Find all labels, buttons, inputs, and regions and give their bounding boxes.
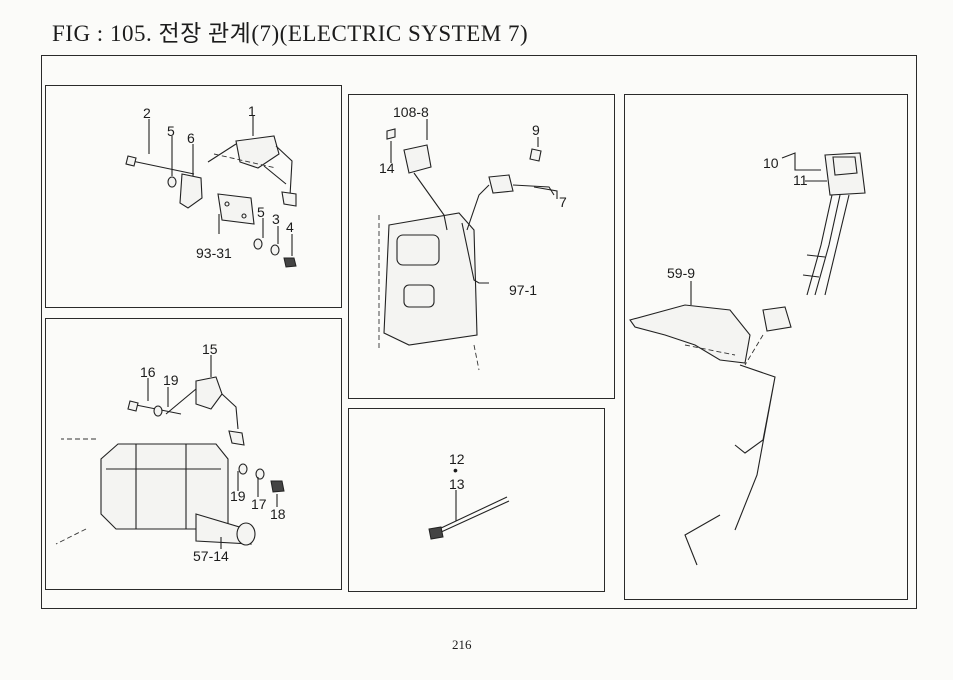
panel-cable-tie: 12 • 13 — [348, 408, 605, 592]
page-number: 216 — [452, 637, 472, 652]
label-part-11: 11 — [793, 172, 808, 188]
label-part-6: 6 — [187, 130, 195, 146]
label-part-2: 2 — [143, 105, 151, 121]
label-part-7: 7 — [559, 194, 567, 210]
panel-connector-assembly: 10 11 59-9 — [624, 94, 908, 600]
figure-title: FIG : 105. 전장 관계(7)(ELECTRIC SYSTEM 7) — [52, 21, 529, 46]
label-part-9: 9 — [532, 122, 540, 138]
label-part-16: 16 — [140, 364, 156, 380]
label-part-10: 10 — [763, 155, 779, 171]
label-part-1: 1 — [248, 103, 256, 119]
label-part-108-8: 108-8 — [393, 104, 429, 120]
harness-frame-diagram: 108-8 14 9 7 97-1 — [378, 104, 567, 371]
connector-assembly-diagram: 10 11 59-9 — [629, 152, 866, 566]
figure-frame — [41, 55, 917, 609]
label-part-4: 4 — [286, 219, 294, 235]
label-part-5b: 5 — [257, 204, 265, 220]
label-part-15: 15 — [202, 341, 218, 357]
label-part-5: 5 — [167, 123, 175, 139]
label-separator-dot: • — [453, 462, 458, 478]
panel-frame-switch: 15 16 19 19 17 18 57-14 — [45, 318, 342, 590]
label-part-18: 18 — [270, 506, 286, 522]
panel-harness-frame: 108-8 14 9 7 97-1 — [348, 94, 615, 399]
panel-switch-bracket: 2 5 6 1 5 3 4 93-31 — [45, 85, 342, 308]
label-part-57-14: 57-14 — [193, 548, 229, 564]
label-part-12: 12 — [449, 451, 465, 467]
label-part-3: 3 — [272, 211, 280, 227]
switch-bracket-diagram: 2 5 6 1 5 3 4 93-31 — [125, 103, 297, 268]
label-part-19: 19 — [163, 372, 179, 388]
bolt-shape — [131, 160, 195, 175]
label-part-97-1: 97-1 — [509, 282, 537, 298]
cable-tie-diagram: 12 • 13 — [428, 451, 510, 540]
label-part-17: 17 — [251, 496, 267, 512]
label-part-93-31: 93-31 — [196, 245, 232, 261]
frame-switch-diagram: 15 16 19 19 17 18 57-14 — [55, 341, 286, 564]
label-part-13: 13 — [449, 476, 465, 492]
label-part-19b: 19 — [230, 488, 246, 504]
label-part-59-9: 59-9 — [667, 265, 695, 281]
label-part-14: 14 — [379, 160, 395, 176]
